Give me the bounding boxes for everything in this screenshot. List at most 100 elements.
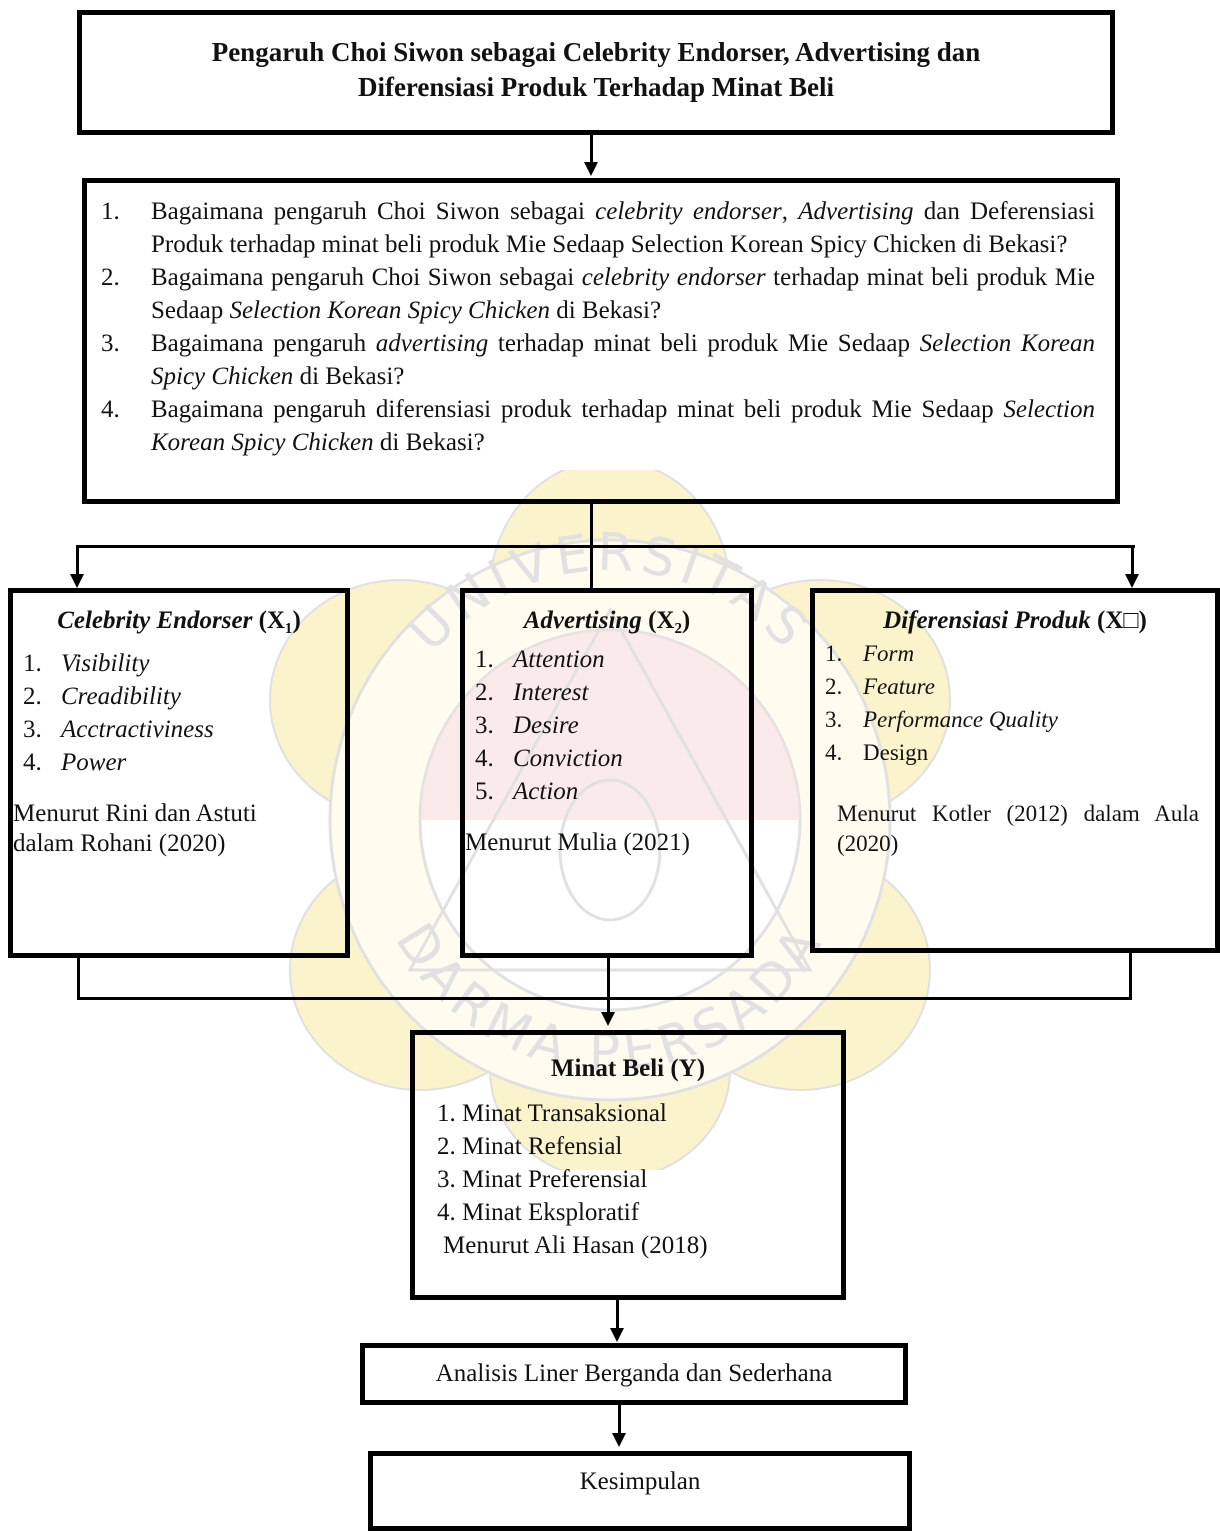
question-text-segment: terhadap minat beli produk Mie Sedaap	[151, 264, 1095, 324]
question-item: 1. Bagaimana pengaruh Choi Siwon sebagai …	[95, 195, 1095, 261]
question-text-segment: ,	[781, 198, 799, 225]
x1-title: Celebrity Endorser (X₁)	[13, 607, 345, 635]
question-text-segment: celebrity endorser	[595, 198, 782, 225]
indicator-label: Power	[61, 749, 127, 776]
x1-title-italic: Celebrity Endorser	[57, 607, 253, 634]
x3-source: Menurut Kotler (2012) dalam Aula (2020)	[837, 801, 1199, 856]
indicator-number: 2.	[23, 683, 42, 710]
question-item: 2.Bagaimana pengaruh Choi Siwon sebagai …	[95, 261, 1095, 327]
x2-title-italic: Advertising	[523, 607, 642, 634]
question-text-segment: Selection Korean Spicy Chicken	[229, 297, 550, 324]
connector-right-down	[1131, 545, 1134, 575]
x2-indicator: 2. Interest	[465, 676, 749, 709]
y-indicator: 3. Minat Preferensial	[437, 1166, 648, 1193]
indicator-label: Interest	[513, 679, 589, 706]
indicator-number: 4.	[23, 749, 42, 776]
x2-indicator: 1.Attention	[465, 643, 749, 676]
research-questions-list: 1. Bagaimana pengaruh Choi Siwon sebagai …	[95, 195, 1095, 459]
question-text: Bagaimana pengaruh diferensiasi produk t…	[151, 393, 1095, 459]
question-text-segment: di Bekasi?	[293, 363, 405, 390]
indicator-number: 3.	[475, 712, 494, 739]
y-indicator-list: 1. Minat Transaksional 2. Minat Refensial…	[437, 1097, 841, 1229]
x1-indicator: 1. Visibility	[13, 647, 345, 680]
conclusion-label: Kesimpulan	[579, 1468, 701, 1495]
question-text-segment: Advertising	[798, 198, 914, 225]
x1-indicator: 4. Power	[13, 746, 345, 779]
y-title: Minat Beli (Y)	[550, 1055, 706, 1082]
x1-indicator-list: 1. Visibility 2. Creadibility 3. Acctractivin…	[13, 647, 345, 779]
x3-indicator: 3. Performance Quality	[815, 703, 1215, 736]
title-line-2: Diferensiasi Produk Terhadap Minat Beli	[357, 72, 835, 103]
connector-title-questions	[590, 130, 593, 165]
x2-indicator: 4.Conviction	[465, 742, 749, 775]
indicator-label: Form	[863, 641, 915, 666]
diagram-title: Pengaruh Choi Siwon sebagai Celebrity En…	[112, 35, 1080, 105]
question-number: 1.	[101, 198, 120, 225]
advertising-box: Advertising (X₂) 1.Attention 2. Interest 3.…	[460, 588, 754, 958]
question-number: 4.	[101, 396, 120, 423]
indicator-label: Performance Quality	[863, 707, 1058, 732]
y-source: Menurut Ali Hasan (2018)	[443, 1232, 708, 1259]
x1-indicator: 2. Creadibility	[13, 680, 345, 713]
y-indicator: 4. Minat Eksploratif	[437, 1199, 640, 1226]
x3-title-code: (X□)	[1090, 607, 1147, 634]
x2-indicator: 5. Action	[465, 775, 749, 808]
arrowhead-x1	[70, 574, 84, 588]
question-text: Bagaimana pengaruh advertising terhadap …	[151, 327, 1095, 393]
x2-source: Menurut Mulia (2021)	[465, 829, 690, 856]
connector-x1-down	[77, 958, 80, 1000]
question-number: 3.	[101, 330, 120, 357]
y-indicator: 2. Minat Refensial	[437, 1133, 623, 1160]
x2-indicator: 3.Desire	[465, 709, 749, 742]
y-indicator: 1. Minat Transaksional	[437, 1100, 667, 1127]
question-text-segment: Selection Korean Spicy Chicken	[151, 396, 1095, 456]
indicator-number: 3.	[23, 716, 42, 743]
question-number: 2.	[101, 264, 120, 291]
indicator-number: 1.	[475, 646, 494, 673]
purchase-intention-box: Minat Beli (Y) 1. Minat Transaksional 2. …	[410, 1030, 846, 1300]
indicator-label: Acctractiviness	[61, 716, 214, 743]
connector-left-down	[76, 545, 79, 575]
connector-horizontal-top	[76, 545, 1135, 548]
analysis-label: Analisis Liner Berganda dan Sederhana	[435, 1360, 833, 1387]
indicator-label: Design	[863, 740, 929, 765]
celebrity-endorser-box: Celebrity Endorser (X₁) 1. Visibility 2. Cr…	[8, 588, 350, 958]
question-text-segment: dan Deferensiasi Produk terhadap minat b…	[151, 198, 1095, 258]
question-text-segment: terhadap minat beli produk Mie Sedaap	[488, 330, 920, 357]
x3-indicator: 1. Form	[815, 637, 1215, 670]
indicator-label: Feature	[863, 674, 935, 699]
x3-title-italic: Diferensiasi Produk	[883, 607, 1091, 634]
x3-indicator-list: 1. Form 2.Feature 3. Performance Quality 4. De…	[815, 637, 1215, 769]
connector-x3-down	[1129, 953, 1132, 1000]
indicator-number: 4.	[825, 740, 843, 765]
question-text-segment: Selection Korean Spicy Chicken	[151, 330, 1095, 390]
question-text-segment: Bagaimana pengaruh diferensiasi produk t…	[151, 396, 1004, 423]
conclusion-box: Kesimpulan	[368, 1451, 912, 1531]
arrowhead-conclusion	[612, 1433, 626, 1447]
x2-title-code: (X₂)	[641, 607, 691, 634]
title-line-1: Pengaruh Choi Siwon sebagai Celebrity En…	[211, 37, 981, 67]
indicator-number: 3.	[825, 707, 843, 732]
connector-x2-down	[607, 958, 610, 1014]
question-item: 3. Bagaimana pengaruh advertising terhada…	[95, 327, 1095, 393]
x2-title: Advertising (X₂)	[465, 607, 749, 635]
indicator-number: 4.	[475, 745, 494, 772]
connector-y-analysis	[616, 1300, 619, 1330]
x3-indicator: 4. Design	[815, 736, 1215, 769]
x1-title-code: (X₁)	[252, 607, 301, 634]
indicator-label: Action	[513, 778, 579, 805]
indicator-number: 5.	[475, 778, 494, 805]
analysis-box: Analisis Liner Berganda dan Sederhana	[360, 1343, 908, 1405]
product-differentiation-box: Diferensiasi Produk (X□) 1. Form 2.Feature…	[810, 588, 1220, 953]
connector-analysis-conclusion	[618, 1405, 621, 1435]
indicator-label: Visibility	[61, 650, 150, 677]
question-item: 4. Bagaimana pengaruh diferensiasi produk…	[95, 393, 1095, 459]
indicator-label: Creadibility	[61, 683, 181, 710]
question-text: Bagaimana pengaruh Choi Siwon sebagai ce…	[151, 195, 1095, 261]
indicator-number: 1.	[825, 641, 843, 666]
x3-indicator: 2.Feature	[815, 670, 1215, 703]
question-text-segment: Bagaimana pengaruh Choi Siwon sebagai	[151, 264, 582, 291]
indicator-number: 1.	[23, 650, 42, 677]
indicator-number: 2.	[475, 679, 494, 706]
